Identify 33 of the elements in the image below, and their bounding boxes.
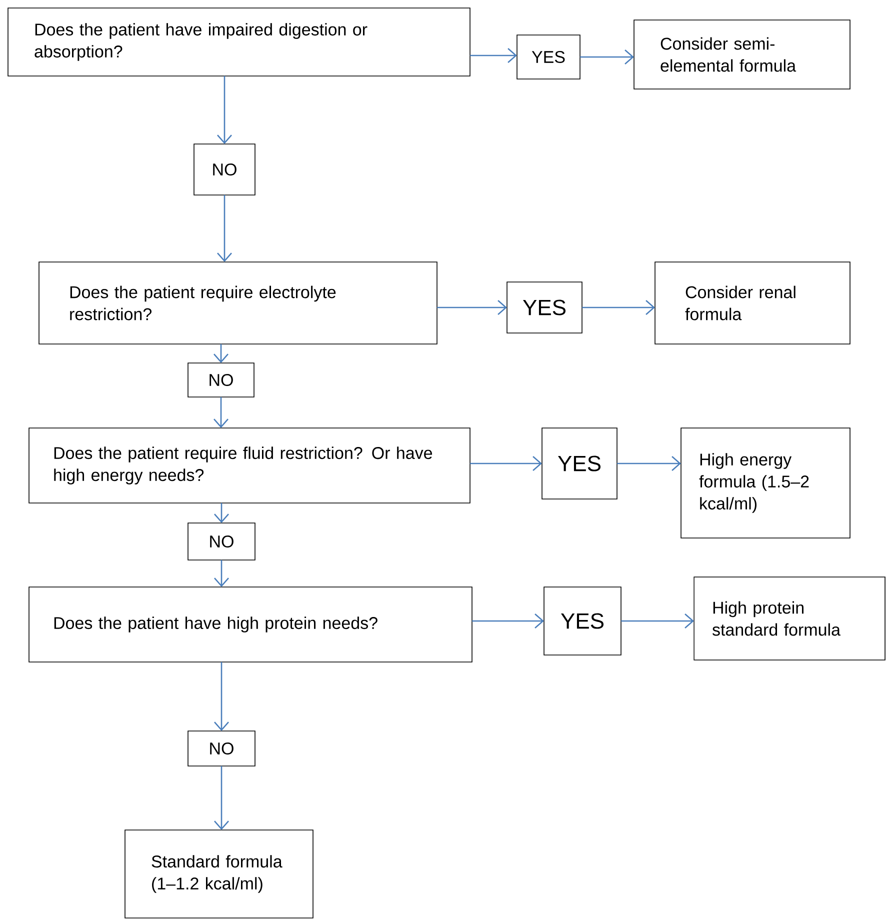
result-box: High energy formula (1.5–2 kcal/ml) [680,428,850,538]
answer-box: NO [188,522,256,560]
arrow [214,662,229,731]
arrow [214,766,229,830]
arrow [214,503,229,523]
arrow [214,344,228,363]
result-box: High protein standard formula [694,576,886,660]
arrow [217,76,232,144]
answer-box: YES [544,586,622,656]
answer-box: NO [194,144,256,196]
result-box: Standard formula (1–1.2 kcal/ml) [124,830,314,918]
arrow [470,456,542,471]
arrow [217,195,232,262]
arrow [214,560,229,587]
result-box: Consider semi-elemental formula [634,20,850,90]
arrow [580,50,634,64]
answer-box: YES [506,282,582,334]
arrow [470,48,517,63]
question-box: Does the patient require fluid restriction? Or have high energy needs? [28,428,470,504]
arrow [621,614,694,628]
question-box: Does the patient have high protein needs? [28,586,472,662]
answer-box: YES [542,428,618,500]
arrow [582,300,655,315]
answer-box: NO [188,730,256,766]
arrow [472,614,544,628]
arrow [214,397,228,428]
question-box: Does the patient have impaired digestion or absorption? [8,8,470,76]
answer-box: YES [516,34,580,80]
arrow [617,456,681,471]
result-box: Consider renal formula [654,262,850,344]
answer-box: NO [188,362,254,398]
arrow [437,300,507,315]
question-box: Does the patient require electrolyte restriction? [38,262,438,344]
